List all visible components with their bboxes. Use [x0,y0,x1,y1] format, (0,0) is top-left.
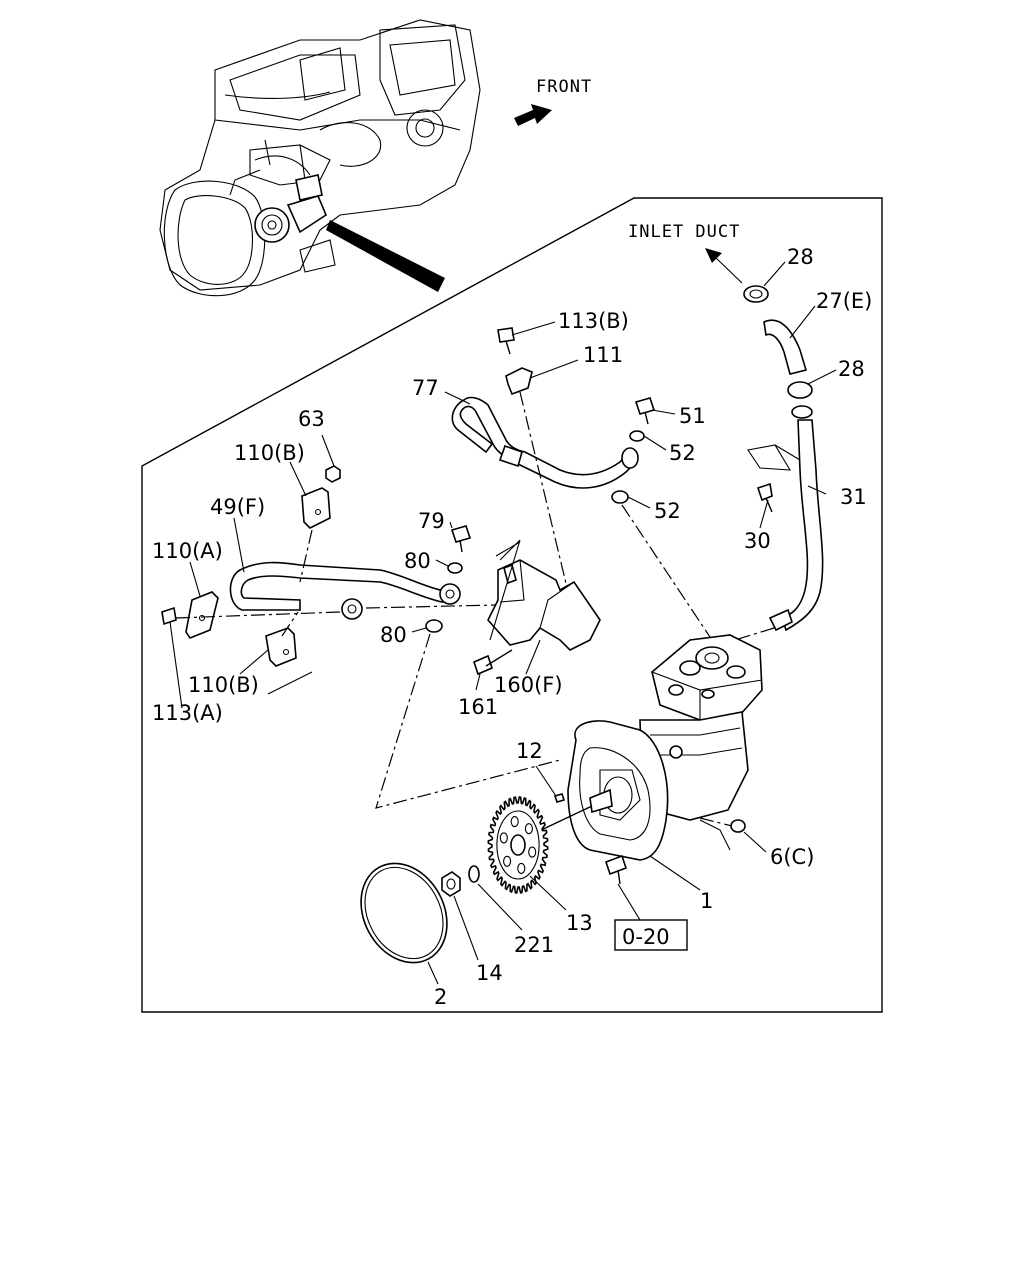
part-label-30: 30 [744,529,771,553]
part-label-28-lower: 28 [838,357,865,381]
pointer-wedge [326,220,445,292]
part-label-12: 12 [516,739,543,763]
gear-hole [517,862,526,874]
part-label-79: 79 [418,509,445,533]
gear-hole [510,816,519,828]
part-label-80-upper: 80 [404,549,431,573]
drive-gear [487,796,549,894]
leader-lines [169,261,837,985]
part-label-160f: 160(F) [494,673,563,697]
part-label-51: 51 [679,404,706,428]
part-label-6c: 6(C) [770,845,814,869]
part-label-77: 77 [412,376,439,400]
part-label-52-lower: 52 [654,499,681,523]
detail-frame [141,197,883,1013]
air-compressor [519,634,763,885]
front-arrow-icon [514,104,552,126]
hose-assembly [734,285,824,641]
part-label-13: 13 [566,911,593,935]
gear-hub [510,834,526,856]
gear-hole [503,855,512,867]
inlet-duct-label: INLET DUCT [628,222,740,242]
pipe-77 [451,396,639,489]
part-label-28-upper: 28 [787,245,814,269]
part-label-110b-upper: 110(B) [234,441,305,465]
part-label-221: 221 [514,933,554,957]
part-label-1: 1 [700,889,713,913]
gear-hole [528,846,537,858]
o-ring [360,862,448,964]
part-label-31: 31 [840,485,867,509]
gear-hole [499,832,508,844]
engine-overview [159,19,481,297]
part-labels: 28 27(E) 28 113(B) 111 77 51 52 52 63 11… [152,245,872,1009]
part-label-110b-lower: 110(B) [188,673,259,697]
part-label-27e: 27(E) [816,289,872,313]
part-label-63: 63 [298,407,325,431]
part-label-113b: 113(B) [558,309,629,333]
inlet-duct-arrow-icon [705,248,722,263]
part-label-80-lower: 80 [380,623,407,647]
reference-box [614,919,688,951]
part-label-113a: 113(A) [152,701,223,725]
pipe-49f [229,561,461,620]
reference-box-label: 0-20 [622,925,670,949]
part-label-2: 2 [434,985,447,1009]
gear-rim [496,810,540,880]
part-label-49f: 49(F) [210,495,265,519]
part-label-161: 161 [458,695,498,719]
gear-hole [524,823,533,835]
part-label-110a: 110(A) [152,539,223,563]
part-label-111: 111 [583,343,623,367]
part-label-52-upper: 52 [669,441,696,465]
part-label-14: 14 [476,961,503,985]
front-label: FRONT [536,77,592,97]
